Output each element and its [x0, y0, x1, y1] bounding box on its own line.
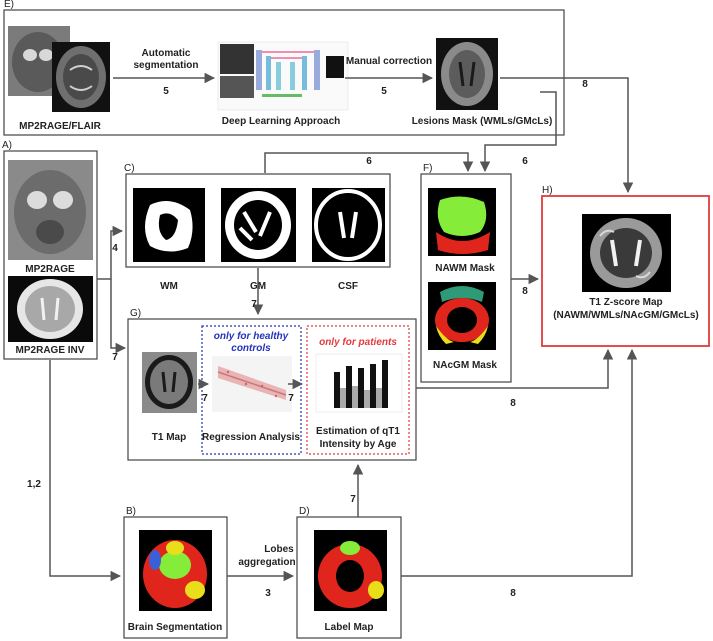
- step-d-to-g: 7: [350, 494, 356, 505]
- regression-label: Regression Analysis: [202, 432, 300, 443]
- t1-zscore-map-image: [582, 214, 671, 292]
- panel-h-box: [541, 195, 710, 347]
- healthy-label-1: only for healthy: [214, 331, 289, 342]
- panel-a-box: [3, 150, 98, 360]
- csf-image: [312, 188, 385, 262]
- gm-image: [221, 188, 296, 262]
- t1-map-label: T1 Map: [152, 432, 186, 443]
- deep-learning-label: Deep Learning Approach: [222, 116, 341, 127]
- step-g-inner-2: 7: [288, 393, 294, 404]
- step-e-to-h: 8: [582, 79, 588, 90]
- regression-plot-image: [212, 356, 292, 412]
- label-map-image: [314, 530, 387, 611]
- panel-b-box: [123, 516, 228, 639]
- step-lesion-to-f: 6: [522, 156, 528, 167]
- automatic-label-2: segmentation: [133, 60, 198, 71]
- lesions-mask-label: Lesions Mask (WMLs/GMcLs): [412, 116, 553, 127]
- panel-e-label: E): [4, 0, 14, 10]
- healthy-label-2: controls: [231, 343, 271, 354]
- label-map-label: Label Map: [325, 622, 374, 633]
- mp2rage-flair-image: [8, 26, 110, 112]
- estimation-label-1: Estimation of qT1: [316, 426, 400, 437]
- panel-a-label: A): [2, 140, 12, 151]
- nawm-mask-label: NAWM Mask: [435, 263, 495, 274]
- arrow-e-to-h: [500, 77, 634, 194]
- panel-e-box: [3, 9, 565, 136]
- step-c-to-g: 7: [251, 299, 257, 310]
- brain-segmentation-image: [139, 530, 212, 611]
- step-g-inner-1: 7: [202, 393, 208, 404]
- healthy-controls-box: [201, 325, 302, 455]
- panel-h-label: H): [542, 185, 553, 196]
- patients-label: only for patients: [319, 337, 397, 348]
- step-a-to-g: 7: [112, 352, 118, 363]
- arrow-a-to-g: [110, 279, 127, 354]
- mp2rage-inv-image: [8, 276, 93, 342]
- lobes-label-1: Lobes: [264, 544, 294, 555]
- nacgm-mask-image: [428, 282, 496, 350]
- arrow-d-to-h: [401, 348, 638, 577]
- step-a-to-b: 1,2: [27, 479, 41, 490]
- mp2rage-flair-label: MP2RAGE/FLAIR: [19, 121, 101, 132]
- lobes-label-2: aggregation: [238, 557, 295, 568]
- t1-zscore-title: T1 Z-score Map: [589, 297, 662, 308]
- panel-c-box: [125, 173, 391, 268]
- step-manual: 5: [381, 86, 387, 97]
- step-b-to-d: 3: [265, 588, 271, 599]
- t1-map-image: [142, 352, 197, 413]
- panel-d-label: D): [299, 506, 310, 517]
- step-lesion-to-c: 6: [366, 156, 372, 167]
- panel-g-box: [127, 318, 417, 461]
- arrow-lesion-to-f-nawm: [264, 152, 474, 173]
- deep-learning-image: [217, 41, 349, 111]
- panel-b-label: B): [126, 506, 136, 517]
- patients-box: [306, 325, 410, 455]
- step-f-to-h: 8: [522, 286, 528, 297]
- step-g-to-h: 8: [510, 398, 516, 409]
- panel-g-label: G): [130, 308, 141, 319]
- arrow-a-to-b: [49, 360, 122, 582]
- lesions-mask-image: [436, 38, 498, 110]
- t1-zscore-subtitle: (NAWM/WMLs/NAcGM/GMcLs): [553, 310, 699, 321]
- step-auto: 5: [163, 86, 169, 97]
- age-estimation-chart-image: [315, 353, 403, 413]
- arrow-g-to-h: [416, 348, 614, 389]
- mp2rage-label: MP2RAGE: [25, 264, 75, 275]
- manual-correction-label: Manual correction: [346, 56, 432, 67]
- csf-label: CSF: [338, 281, 358, 292]
- mp2rage-image: [8, 160, 93, 260]
- arrow-lesion-to-f: [479, 91, 557, 173]
- wm-image: [133, 188, 205, 262]
- estimation-label-2: Intensity by Age: [320, 439, 397, 450]
- arrow-a-to-c: [97, 225, 124, 280]
- panel-d-box: [296, 516, 402, 639]
- nacgm-mask-label: NAcGM Mask: [433, 360, 497, 371]
- step-d-to-h: 8: [510, 588, 516, 599]
- panel-f-label: F): [423, 163, 432, 174]
- wm-label: WM: [160, 281, 178, 292]
- brain-segmentation-label: Brain Segmentation: [128, 622, 222, 633]
- automatic-label-1: Automatic: [142, 48, 191, 59]
- step-a-to-c: 4: [112, 243, 118, 254]
- panel-c-label: C): [124, 163, 135, 174]
- mp2rage-inv-label: MP2RAGE INV: [16, 345, 85, 356]
- nawm-mask-image: [428, 188, 496, 256]
- panel-f-box: [420, 173, 512, 383]
